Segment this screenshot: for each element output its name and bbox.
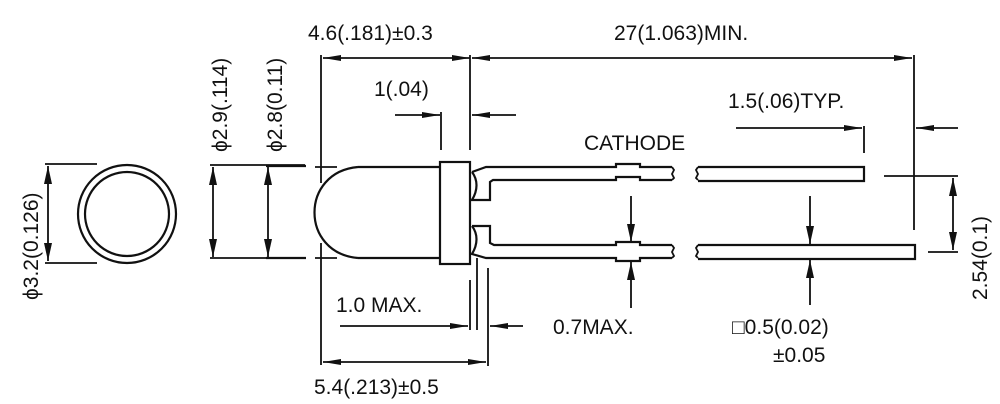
end-view: ϕ3.2(0.126)	[20, 163, 178, 301]
lead-bottom-anode	[470, 224, 917, 263]
flange-thickness-label: 1(.04)	[374, 78, 429, 101]
end-view-inner-circle	[83, 170, 171, 258]
overall-length-dim: 5.4(.213)±0.5	[314, 268, 489, 399]
lead-length-dim: 27(1.063)MIN.	[472, 22, 915, 230]
lead-spacing-label: 2.54(0.1)	[969, 216, 992, 300]
body-diameter-dims: ϕ2.9(.114) ϕ2.8(0.11)	[209, 58, 306, 260]
body-diameter-outer-label: ϕ2.9(.114)	[209, 58, 232, 152]
flange-thickness-dim: 1(.04)	[374, 78, 516, 150]
lead-length-label: 27(1.063)MIN.	[614, 22, 748, 45]
lead-kink-dim: 0.7MAX.	[553, 196, 635, 339]
end-view-outer-circle	[76, 163, 178, 265]
led-flange	[438, 160, 472, 266]
end-view-diameter-label: ϕ3.2(0.126)	[20, 193, 43, 301]
body-length-dim: 4.6(.181)±0.3	[308, 22, 471, 150]
lead-section-label-line1: □0.5(0.02)	[732, 316, 829, 339]
led-dome	[313, 165, 440, 260]
lead-end-dim: 1.5(.06)TYP.	[728, 90, 958, 153]
lead-spacing-dim: 2.54(0.1)	[884, 175, 992, 300]
lead-kink-label: 0.7MAX.	[553, 316, 634, 339]
lead-section-dim: □0.5(0.02) ±0.05	[732, 196, 829, 367]
standoff-label: 1.0 MAX.	[336, 294, 422, 317]
body-diameter-inner-label: ϕ2.8(0.11)	[264, 58, 287, 152]
led-body	[313, 55, 472, 365]
lead-section-label-line2: ±0.05	[773, 344, 825, 367]
body-length-label: 4.6(.181)±0.3	[308, 22, 433, 45]
lead-end-label: 1.5(.06)TYP.	[728, 90, 844, 113]
lead-top-cathode	[470, 162, 866, 202]
cathode-callout: CATHODE	[584, 132, 685, 155]
overall-length-label: 5.4(.213)±0.5	[314, 376, 439, 399]
standoff-dim: 1.0 MAX.	[336, 258, 523, 330]
cathode-label: CATHODE	[584, 132, 685, 155]
